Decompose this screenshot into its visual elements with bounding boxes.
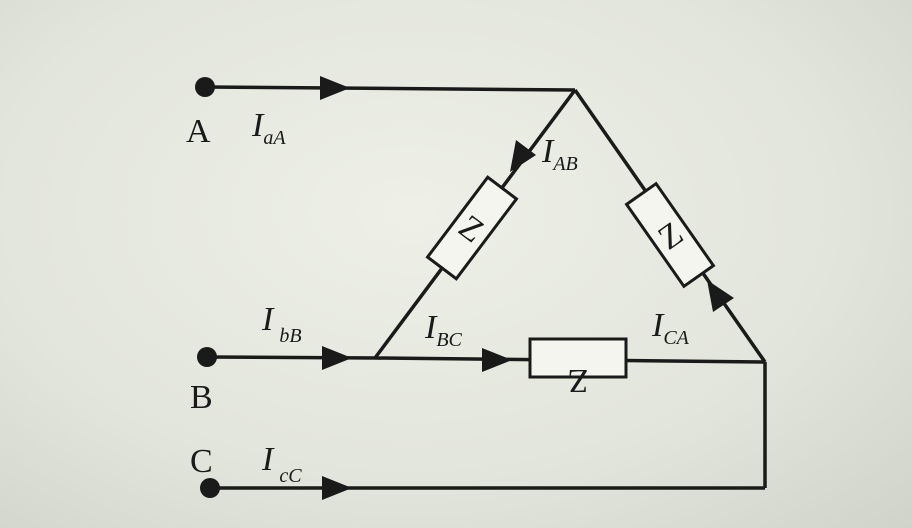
arrow-bB-icon	[322, 346, 352, 370]
arrow-cC-icon	[322, 476, 352, 500]
impedance-ab: Z	[425, 175, 519, 281]
arrow-BC-icon	[482, 348, 512, 372]
impedance-ca: Z	[624, 181, 716, 289]
current-label-CA: ICA	[651, 307, 690, 349]
arrow-AB-icon	[510, 140, 536, 172]
terminal-a	[195, 77, 215, 97]
current-label-BC: IBC	[424, 309, 463, 351]
arrow-aA-icon	[320, 76, 350, 100]
terminal-c	[200, 478, 220, 498]
svg-text:Z: Z	[568, 362, 589, 399]
node-label-a: A	[186, 113, 211, 150]
current-label-AB: IAB	[541, 133, 578, 175]
wire-a	[204, 85, 576, 92]
node-label-c: C	[190, 443, 213, 480]
impedance-bc: Z	[528, 337, 628, 399]
current-label-aA: IaA	[251, 107, 286, 149]
arrow-CA-icon	[707, 280, 734, 312]
node-label-b: B	[190, 379, 213, 416]
terminal-b	[197, 347, 217, 367]
